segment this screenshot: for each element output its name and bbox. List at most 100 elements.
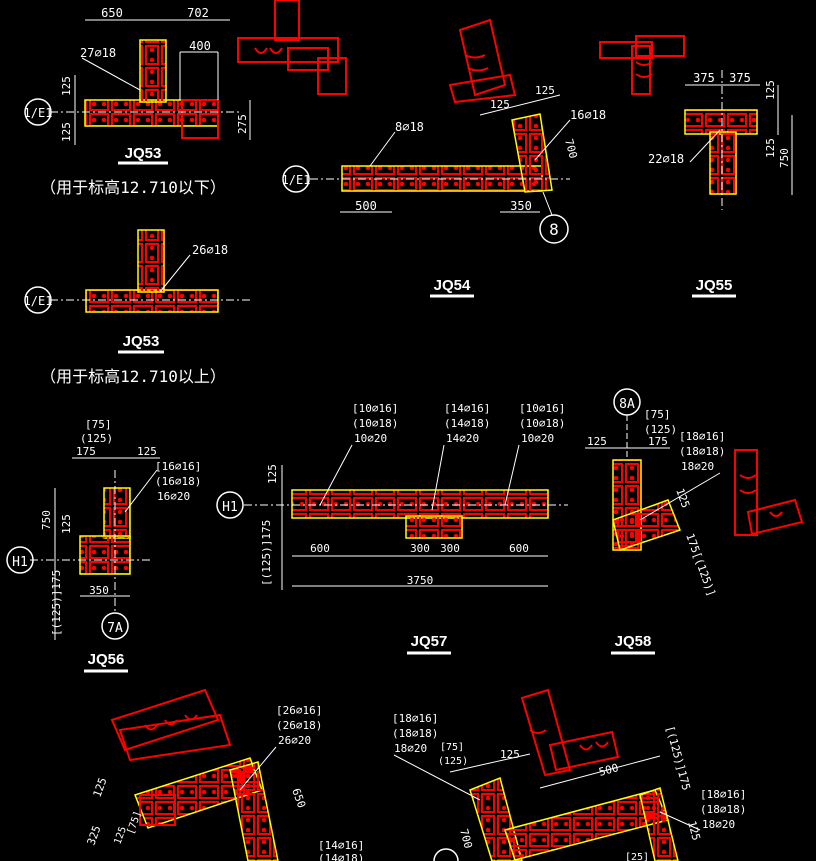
axis-label: 8A (619, 397, 635, 412)
rebar-label: 22⌀18 (648, 152, 684, 166)
axis-bubble (24, 98, 52, 126)
dim-label: 125 (60, 122, 73, 142)
rebar-label: (10⌀18) (519, 417, 565, 430)
dim-label: [75] (644, 408, 671, 421)
dim-label: 750 (40, 510, 53, 530)
dim-label: [75] (125, 810, 144, 836)
rebar-label: (18⌀18) (700, 803, 746, 816)
wall-jq53-upper: 1/E1 650 702 400 27⌀18 125 125 275 JQ53 … (24, 6, 251, 197)
dim-label: 125 (137, 445, 157, 458)
dim-label: 300 (440, 542, 460, 555)
dim-label: [(125)]175 (50, 570, 63, 636)
hook-detail-4 (734, 449, 804, 536)
rebar-label: 14⌀20 (446, 432, 479, 445)
dim-label: 125 (685, 819, 703, 842)
axis-label: 1/E1 (24, 106, 53, 120)
rebar-label: (14⌀18) (318, 852, 364, 861)
dim-label: 175[(125)] (683, 532, 718, 599)
wall-body (103, 487, 131, 539)
wall-body (85, 289, 219, 313)
dim-label: 702 (187, 6, 209, 20)
dim-label: 375 (693, 71, 715, 85)
elevation-note: （用于标高12.710以上） (40, 367, 226, 386)
dim-label: 125 (587, 435, 607, 448)
wall-body (139, 39, 167, 103)
wall-jq57: H1 [10⌀16] (10⌀18) 10⌀20 [14⌀16] (14⌀18)… (216, 402, 568, 655)
wall-jq60: [18⌀16] (18⌀18) 18⌀20 [75] (125) 125 500… (392, 688, 746, 861)
hook-detail-3 (599, 35, 685, 95)
axis-label: 1/E1 (282, 173, 311, 187)
rebar-label: 26⌀20 (278, 734, 311, 747)
wall-title: JQ53 (123, 333, 160, 350)
rebar-label: [16⌀16] (155, 460, 201, 473)
wall-jq53-lower: 1/E1 26⌀18 JQ53 （用于标高12.710以上） (24, 229, 250, 386)
rebar-label: (14⌀18) (444, 417, 490, 430)
elevation-note: （用于标高12.710以下） (40, 178, 226, 197)
dim-label: [75] (85, 418, 112, 431)
wall-body (639, 787, 679, 861)
wall-title: JQ53 (125, 145, 162, 162)
dim-label: 500 (355, 199, 377, 213)
rebar-label: [26⌀16] (276, 704, 322, 717)
rebar-label: [18⌀16] (679, 430, 725, 443)
axis-label: H1 (222, 500, 238, 515)
rebar-label: [10⌀16] (519, 402, 565, 415)
wall-title: JQ57 (411, 633, 448, 650)
dim-label: 600 (310, 542, 330, 555)
rebar-label: 10⌀20 (521, 432, 554, 445)
dim-label: (125) (644, 423, 677, 436)
axis-label: H1 (12, 555, 28, 570)
wall-title: JQ58 (615, 633, 652, 650)
dim-label: 700 (562, 137, 580, 160)
rebar-label: (16⌀18) (155, 475, 201, 488)
rebar-label: 8⌀18 (395, 120, 424, 134)
dim-label: 600 (509, 542, 529, 555)
dim-label: 125 (490, 98, 510, 111)
dim-label: 125 (535, 84, 555, 97)
dim-label: 125 (673, 487, 692, 510)
dim-label: [75] (440, 742, 464, 753)
wall-title: JQ56 (88, 651, 125, 668)
rebar-label: 18⌀20 (702, 818, 735, 831)
rebar-label: [14⌀16] (444, 402, 490, 415)
rebar-label: [14⌀16] (318, 839, 364, 852)
dim-label: [(125)]175 (663, 724, 693, 791)
dim-label: 500 (597, 761, 620, 779)
wall-body (229, 761, 279, 861)
dim-label: 325 (85, 824, 104, 847)
wall-body (709, 131, 737, 195)
dim-label: 125 (266, 464, 279, 484)
rebar-label: (18⌀18) (392, 727, 438, 740)
wall-title: JQ55 (696, 277, 733, 294)
wall-jq59: [26⌀16] (26⌀18) 26⌀20 650 125 325 125 [7… (85, 688, 364, 861)
rebar-label: 27⌀18 (80, 46, 116, 60)
rebar-label: [18⌀16] (392, 712, 438, 725)
dim-label: (125) (80, 432, 113, 445)
axis-label: 1/E1 (24, 294, 53, 308)
dim-label: 125 (60, 76, 73, 96)
rebar-label: (10⌀18) (352, 417, 398, 430)
rebar-label: (18⌀18) (679, 445, 725, 458)
dim-label: 650 (101, 6, 123, 20)
dim-label: 400 (189, 39, 211, 53)
rebar-label: [10⌀16] (352, 402, 398, 415)
dim-label: 350 (89, 584, 109, 597)
dim-label: 3750 (407, 574, 434, 587)
dim-label: 350 (510, 199, 532, 213)
axis-label: 7A (107, 621, 123, 636)
dim-label: (125) (438, 756, 468, 767)
hook-detail-1 (237, 0, 347, 95)
wall-body (405, 515, 463, 539)
wall-title: JQ54 (434, 277, 471, 294)
dim-label: 275 (236, 114, 249, 134)
wall-body (84, 99, 219, 127)
dim-label: [(125)]175 (260, 520, 273, 586)
wall-body (511, 113, 553, 193)
wall-body (79, 535, 131, 575)
wall-body (684, 109, 758, 135)
wall-jq54: 1/E1 8⌀18 16⌀18 500 350 125 125 700 8 JQ… (282, 84, 606, 298)
dim-label: 750 (778, 148, 791, 168)
wall-jq58: 8A [75] (125) 125 175 [18⌀16] (18⌀18) 18… (585, 388, 725, 655)
dim-label: 375 (729, 71, 751, 85)
